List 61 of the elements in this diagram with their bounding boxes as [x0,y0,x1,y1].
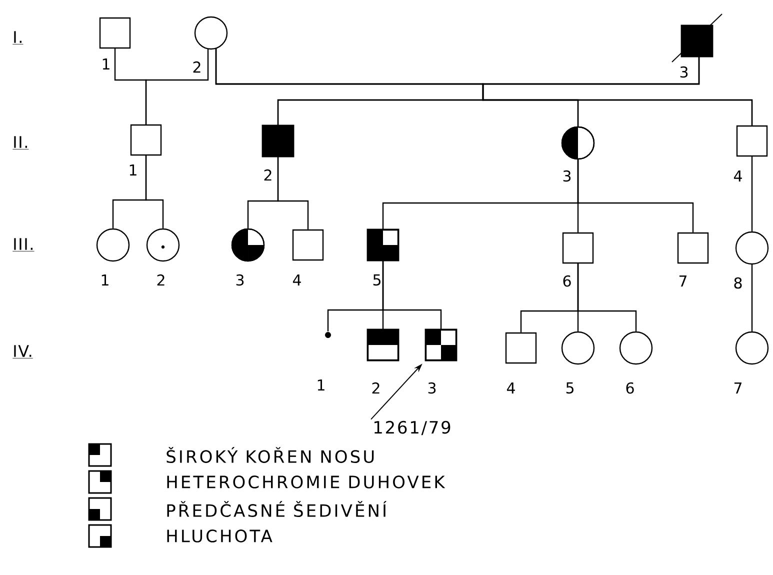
person-number: 2 [372,382,380,394]
male-square [366,328,400,362]
person-number: 2 [157,274,164,286]
pedigree-line [482,56,753,126]
person-number: 7 [734,382,742,394]
female-circle [146,228,180,262]
female-circle [735,231,769,265]
generation-label: II. [12,136,29,150]
female-circle [96,228,130,262]
female-circle [619,331,653,365]
female-circle [561,331,595,365]
pedigree-line [277,156,309,230]
person-number: 5 [373,274,380,286]
female-circle [231,228,265,262]
male-square [672,14,722,62]
person-number: 7 [679,276,686,286]
male-square [130,124,162,156]
person-number: 3 [563,170,571,182]
person-number: 4 [292,274,301,286]
person-number: 3 [428,382,436,394]
person-number: 4 [734,170,742,182]
generation-label: III. [12,238,34,252]
male-square [262,124,294,158]
person-number: 1 [130,164,136,176]
male-square [505,332,537,364]
person-number: 6 [563,275,571,287]
person-number: 2 [193,61,200,73]
person-number: 6 [626,382,634,394]
person-number: 1 [102,58,110,70]
pedigree-line [145,48,209,124]
male-square [424,328,458,362]
generation-label: IV. [12,345,34,358]
male-square [562,232,594,264]
legend-text: ŠIROKÝ KOŘEN NOSU [166,446,374,463]
legend-text: PŘEDČASNÉ ŠEDIVĚNÍ [167,500,387,517]
person-number: 1 [102,274,108,286]
generation-label: I. [12,31,24,44]
pedigree-line [751,156,753,232]
pedigree-line [577,159,694,232]
pedigree-line [577,263,637,332]
female-circle [735,331,769,365]
pedigree-line [145,155,164,228]
legend-text: HETEROCHROMIE DUHOVEK [167,476,446,488]
pedigree-line [382,260,442,330]
person-number: 3 [680,66,688,78]
male-square [99,17,131,49]
person-number: 3 [236,274,244,286]
pedigree-line [751,264,753,332]
person-number: 2 [264,169,272,181]
legend-text: HLUCHOTA [167,530,272,542]
person-number: 4 [506,382,515,394]
female-circle [194,16,228,50]
case-number: 1261/79 [374,420,450,436]
person-number: 1 [318,380,324,390]
male-square [366,228,400,262]
male-square [736,125,768,157]
male-square [292,229,324,261]
person-number: 5 [566,382,574,394]
person-number: 8 [734,277,742,289]
male-square [677,232,709,264]
female-circle [561,126,595,160]
